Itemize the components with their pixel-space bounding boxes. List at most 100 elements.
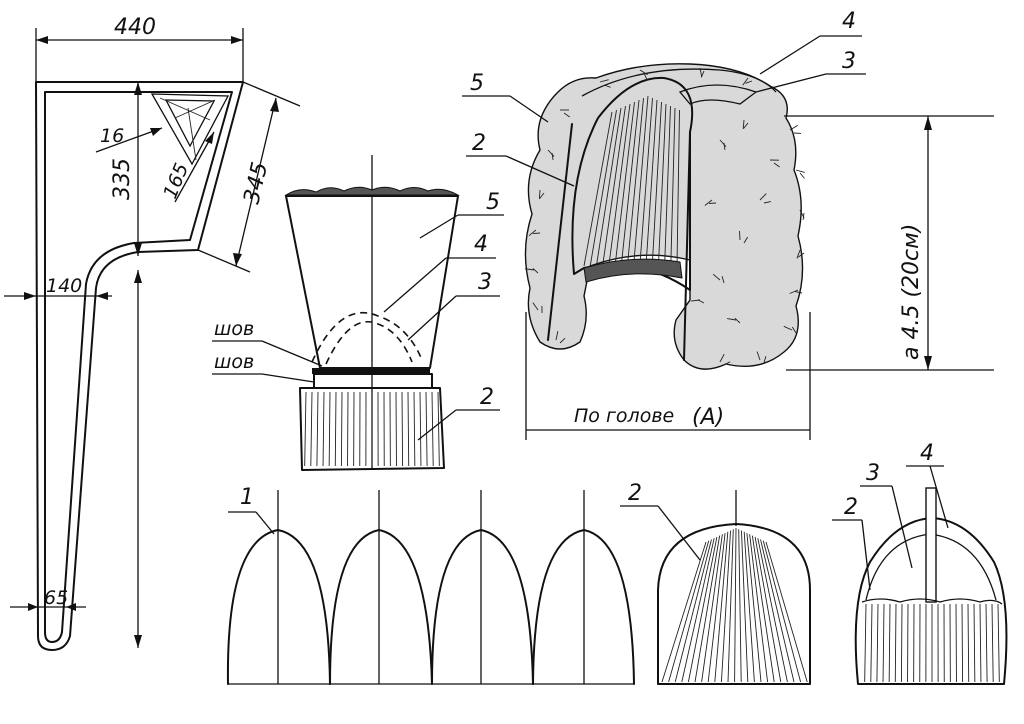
fur-stroke: [763, 356, 767, 364]
dome-pleat-line: [701, 534, 723, 683]
fur-stroke: [528, 229, 537, 237]
liner-pleat-line: [614, 101, 635, 267]
dim-165: 165: [159, 131, 215, 203]
dome-pleat-line: [707, 533, 726, 683]
hat-height-dim: a 4.5 (20см): [784, 115, 994, 371]
dim-335-label: 335: [110, 158, 135, 200]
head-circ-var: (A): [692, 405, 724, 430]
dome-pleat-line: [674, 539, 712, 683]
asm-label-2: 2: [844, 495, 858, 520]
fur-stroke: [789, 289, 799, 294]
assembled-pleat-line: [870, 603, 873, 683]
liner-pleat-line: [583, 111, 613, 267]
liner-pleat-line: [676, 109, 680, 267]
fur-stroke: [643, 72, 648, 80]
skirt-pleat-line: [425, 391, 428, 467]
fur-stroke: [719, 353, 725, 363]
head-circumference-dim: По голове (A): [525, 312, 811, 440]
assembled-pleat-line: [973, 603, 976, 683]
fur-stroke: [721, 276, 725, 284]
dome-pleat-line: [668, 540, 710, 683]
asm-label-3: 3: [866, 461, 880, 486]
assembled-pleat-line: [894, 603, 897, 683]
skirt-pleat-line: [304, 391, 307, 467]
fur-stroke: [743, 236, 749, 244]
dome-pleat-line: [760, 539, 795, 683]
fur-stroke: [796, 249, 801, 259]
liner-pleats: [583, 95, 680, 267]
dim-335: 335: [36, 81, 150, 648]
fur-stroke: [559, 337, 566, 344]
liner-pleat-line: [608, 103, 631, 267]
dome-pleat-line: [687, 536, 718, 683]
assembled-pleat-line: [985, 603, 988, 683]
cone-label-3: 3: [478, 270, 492, 295]
skirt-pleat-line: [401, 391, 404, 467]
liner-pleat-line: [589, 109, 617, 267]
seam-label-1: шов: [214, 318, 254, 340]
panels-row: 1: [226, 485, 635, 685]
assembled-pleat-line: [961, 603, 964, 683]
fur-stroke: [743, 122, 749, 129]
liner-pleat-line: [633, 95, 649, 267]
fur-hatching: [525, 67, 805, 366]
hat-label-4: 4: [842, 9, 856, 34]
asm-label-4: 4: [920, 441, 934, 466]
fur-stroke: [555, 331, 559, 341]
fur-stroke: [697, 299, 705, 304]
dim-345: 345: [197, 81, 301, 273]
fur-stroke: [745, 80, 753, 84]
dome-pleats: [661, 527, 808, 683]
hat-height-label: a 4.5 (20см): [899, 224, 924, 360]
dome-pleat-line: [754, 536, 782, 683]
fur-stroke: [538, 189, 541, 200]
hat-label-3: 3: [842, 49, 856, 74]
dim-65: 65: [10, 587, 86, 611]
liner-pleat-line: [626, 97, 644, 267]
skirt-pleat-line: [340, 391, 343, 467]
liner-pleat-line: [645, 99, 658, 267]
hat-label-2: 2: [472, 131, 486, 156]
dim-16-label: 16: [100, 125, 124, 147]
fur-stroke: [532, 302, 539, 311]
assembled-pleat-line: [967, 603, 970, 683]
liner-pleat-line: [595, 107, 622, 267]
liner-pleat-line: [620, 99, 640, 267]
seam-label-2: шов: [214, 351, 254, 373]
fur-stroke: [734, 317, 741, 324]
skirt-pleat-line: [310, 391, 313, 467]
skirt-pleat-line: [437, 391, 440, 467]
dome-pleat-line: [738, 529, 742, 683]
dome-pleat-line: [727, 529, 734, 683]
dim-440: 440: [35, 15, 244, 82]
fur-stroke: [719, 139, 727, 147]
fur-stroke: [802, 212, 805, 220]
head-circ-label: По голове: [574, 405, 674, 427]
assembled-pleat-line: [991, 603, 994, 683]
liner-pleat-line: [664, 105, 671, 267]
assembled-dome: 2 3 4: [832, 441, 1008, 685]
fur-stroke: [795, 291, 803, 294]
fur-stroke: [783, 325, 793, 331]
dome-pleat-line: [681, 538, 715, 683]
dome-pleat-line: [734, 527, 737, 683]
skirt-pleat-line: [334, 391, 337, 467]
liner-pleat-line: [657, 103, 667, 267]
liner-pleat-line: [639, 97, 653, 267]
liner-pleat-line: [651, 101, 662, 267]
skirt-pleat-line: [419, 391, 422, 467]
liner-pleat-line: [670, 107, 676, 267]
dim-345-label: 345: [239, 160, 273, 207]
wire-frame-tool: [35, 81, 244, 651]
panel-label-1: 1: [240, 485, 254, 510]
assembled-pleat-line: [888, 603, 891, 683]
skirt-pleats: [304, 391, 440, 467]
fur-stroke: [756, 351, 761, 361]
dome-pleat-line: [714, 531, 729, 683]
fur-stroke: [712, 273, 721, 281]
cone-label-5: 5: [486, 190, 500, 215]
fur-stroke: [700, 70, 705, 78]
hat-label-5: 5: [470, 71, 484, 96]
fur-stroke: [532, 232, 541, 235]
assembled-pleat-line: [876, 603, 879, 683]
